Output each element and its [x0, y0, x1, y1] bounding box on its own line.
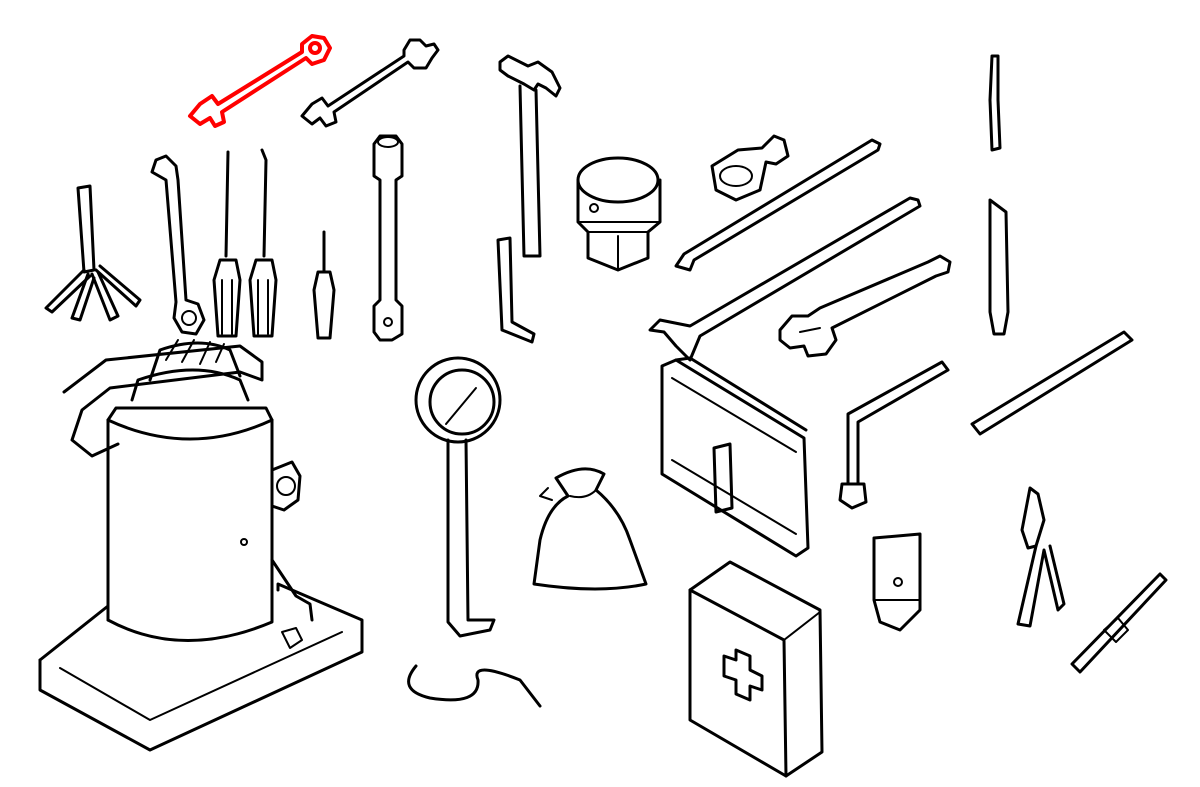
l-box-spanner-icon [838, 360, 950, 510]
hammer-icon [498, 54, 562, 258]
tyre-lever-short-icon [674, 138, 882, 272]
drawstring-bag-icon [532, 467, 648, 591]
pliers-icon [1016, 486, 1066, 628]
open-end-spanner-icon [300, 38, 440, 128]
ring-socket-icon [710, 134, 790, 202]
adjustable-wrench-icon [778, 254, 952, 358]
tyre-lever-long-icon [648, 196, 922, 362]
screwdriver-phillips-icon [248, 148, 278, 338]
socket-nut-icon [576, 156, 662, 272]
tommy-bar-icon [970, 330, 1134, 436]
tool-pouch-icon [660, 356, 810, 558]
small-socket-icon [872, 532, 922, 632]
first-aid-kit-icon [688, 560, 824, 778]
valve-hose-icon [407, 664, 542, 708]
bottle-jack-icon [38, 339, 364, 752]
screwdriver-small-icon [312, 230, 336, 340]
pressure-gauge-icon [414, 356, 502, 638]
chisel-icon [988, 198, 1010, 336]
hex-bar-icon [1070, 572, 1168, 674]
screwdriver-flat-icon [212, 150, 242, 338]
allen-key-icon [496, 236, 536, 344]
ring-spanner-icon [150, 154, 206, 336]
tripod-stand-icon [44, 184, 142, 322]
box-spanner-icon [372, 134, 404, 342]
pin-punch-icon [988, 54, 1002, 152]
open-end-spanner-small-icon [188, 34, 332, 128]
